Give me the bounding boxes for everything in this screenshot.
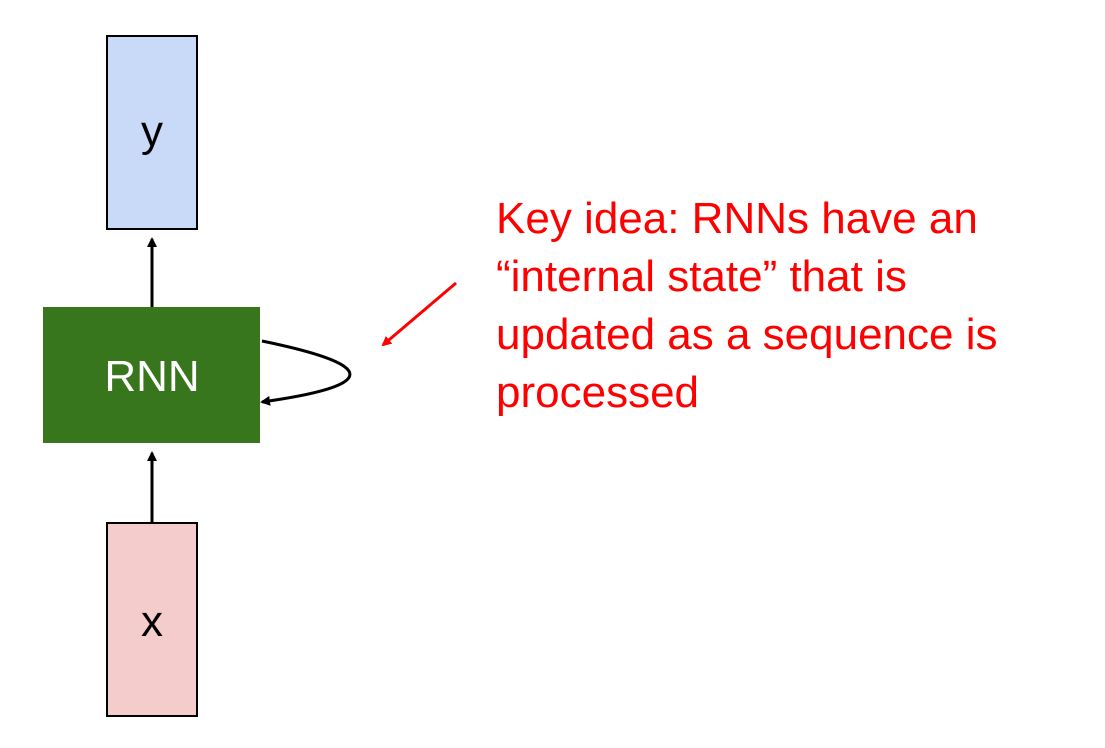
annotation-line: updated as a sequence is xyxy=(496,310,998,359)
annotation-pointer-arrow xyxy=(381,281,457,347)
output-node-y xyxy=(106,35,198,230)
recurrent-loop-arrow xyxy=(260,339,352,406)
input-node-x xyxy=(106,522,198,717)
annotation-line: processed xyxy=(496,368,700,417)
annotation-line: Key idea: RNNs have an xyxy=(496,194,978,243)
annotation-line: “internal state” that is xyxy=(496,252,907,301)
key-idea-annotation: Key idea: RNNs have an “internal state” … xyxy=(496,190,1096,422)
rnn-node xyxy=(43,307,260,443)
output-node-label: y xyxy=(141,107,163,156)
input-node-label: x xyxy=(141,597,163,646)
rnn-node-label: RNN xyxy=(104,352,199,401)
